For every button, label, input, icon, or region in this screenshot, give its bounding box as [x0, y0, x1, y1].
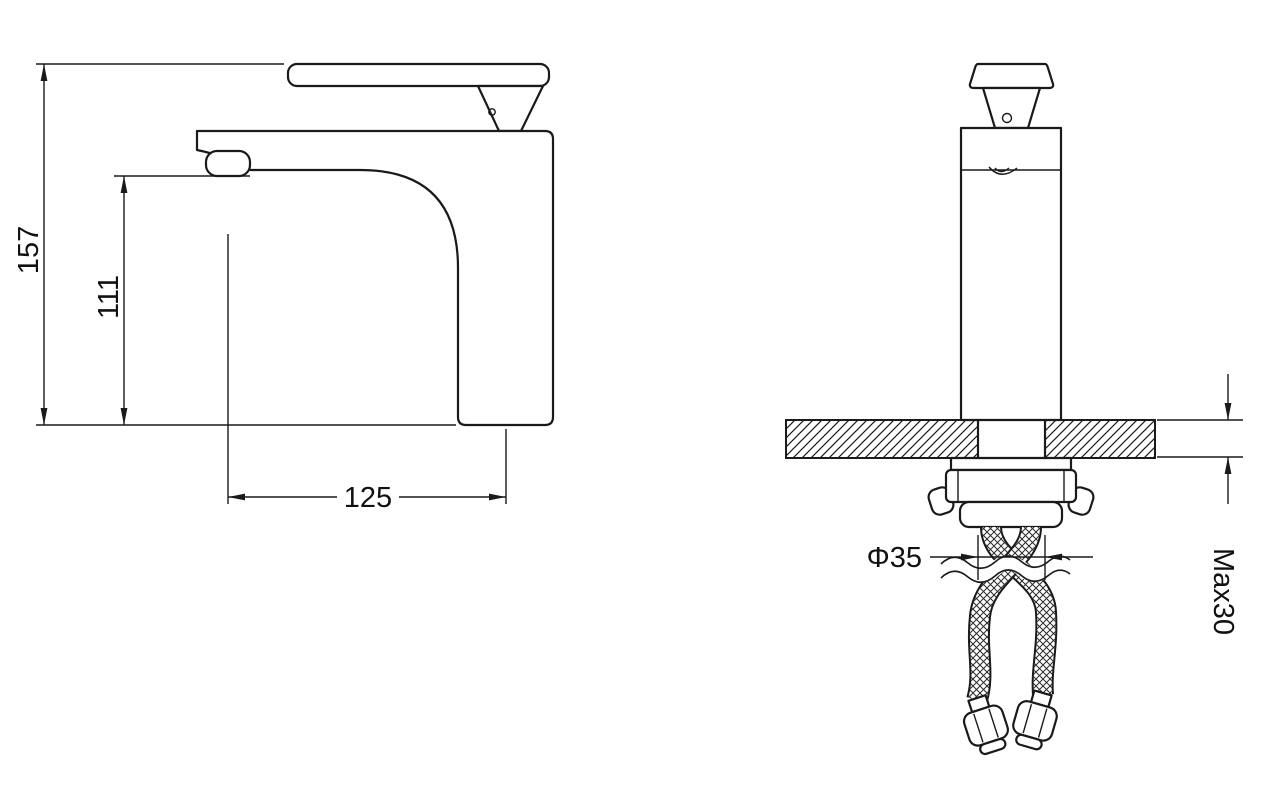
side-view-faucet: [195, 62, 555, 427]
flex-hose-left-to-right: [980, 525, 1058, 696]
label-mask: [337, 480, 399, 512]
dimension-max-counter-thickness: Max30: [1157, 374, 1243, 635]
dimension-hole-diameter: Φ35: [867, 535, 1093, 580]
mounting-nut-collar: [958, 500, 1064, 529]
side-stem-screw-dot: [488, 108, 496, 116]
front-spout-outlet-arc: [988, 166, 1018, 175]
front-body-outline: [959, 126, 1063, 422]
hose-connector-left: [956, 690, 1015, 759]
front-spout-outlet-arc-inner: [994, 167, 1010, 173]
side-body-outline: [195, 129, 555, 427]
max-thickness-label: Max30: [1207, 548, 1239, 635]
overall-height-label: 157: [13, 226, 45, 274]
dimension-outlet-height: 111: [93, 175, 250, 425]
flex-hose-right-to-left: [966, 525, 1042, 704]
front-handle-lever: [968, 62, 1055, 90]
side-handle-stem: [476, 84, 545, 133]
side-spout-aerator: [204, 149, 252, 178]
countertop-left-section: [785, 419, 979, 459]
countertop-right-section: [1044, 419, 1156, 459]
hole-diameter-label: Φ35: [867, 542, 922, 574]
hose-connector-right: [1007, 686, 1064, 754]
front-view-faucet: [785, 62, 1156, 759]
dimension-overall-height: 157: [13, 63, 456, 426]
mounting-nut: [944, 468, 1078, 504]
side-handle-lever: [286, 62, 551, 88]
front-handle-stem: [981, 86, 1042, 130]
washer: [949, 456, 1073, 472]
spout-reach-label: 125: [344, 482, 392, 514]
front-stem-screw-dot: [1001, 112, 1013, 124]
outlet-height-label: 111: [93, 275, 125, 319]
dimension-spout-reach: 125: [227, 234, 507, 514]
